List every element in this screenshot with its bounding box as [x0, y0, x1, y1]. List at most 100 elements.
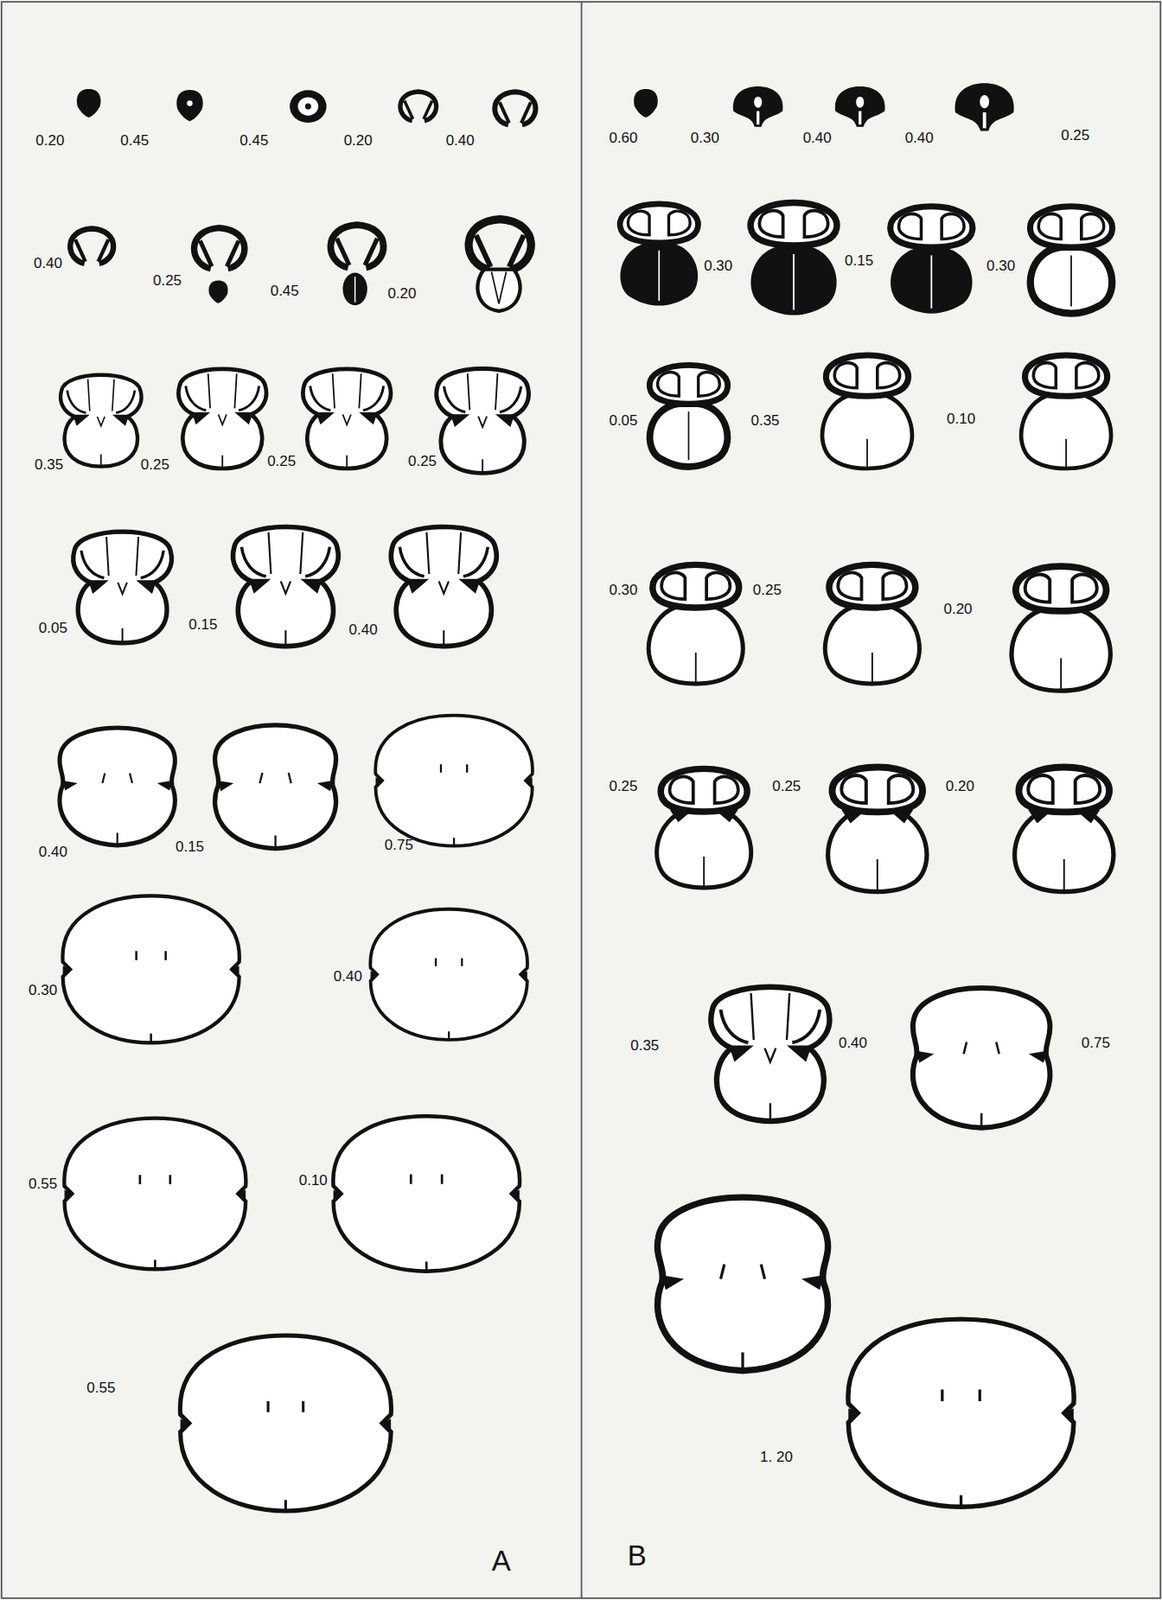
section-spacing: 0.05: [608, 413, 638, 428]
heart-section: [825, 355, 908, 396]
heart-section: [1018, 767, 1110, 813]
section-spacing: 0.10: [299, 1173, 328, 1188]
heart-section: [1027, 810, 1100, 824]
heart-section: [835, 86, 886, 128]
heart-section: [733, 86, 784, 128]
heart-section: [832, 767, 924, 813]
heart-section: [63, 1118, 246, 1271]
heart-section: [750, 203, 837, 247]
heart-section: [62, 895, 239, 1043]
heart-section: [302, 369, 391, 469]
heart-section: [289, 89, 326, 123]
section-spacing: 0.40: [446, 132, 475, 147]
heart-section: [214, 725, 336, 850]
heart-section: [657, 1197, 828, 1372]
heart-section: [232, 527, 339, 647]
section-spacing: 0.35: [34, 456, 64, 472]
heart-section: [670, 809, 739, 823]
heart-section: [60, 375, 141, 467]
heart-section: [436, 369, 530, 474]
section-spacing: 0.30: [28, 982, 58, 997]
heart-section: [73, 531, 173, 644]
section-spacing: 0.40: [349, 622, 378, 638]
section-spacing: 0.25: [772, 778, 801, 793]
heart-section: [390, 527, 497, 647]
heart-section: [890, 206, 973, 248]
panel-letter: B: [627, 1541, 647, 1571]
heart-section: [194, 228, 245, 269]
heart-section: [1011, 608, 1111, 692]
heart-section: [342, 272, 367, 306]
section-spacing: 0.45: [120, 132, 149, 147]
heart-section: [330, 224, 384, 268]
heart-section: [648, 605, 743, 685]
heart-section: [176, 89, 203, 122]
section-spacing: 0.40: [333, 969, 363, 984]
section-spacing: 0.05: [38, 619, 68, 635]
heart-section: [660, 768, 747, 812]
section-spacing: 0.30: [608, 582, 638, 598]
section-spacing: 0.20: [344, 132, 373, 147]
section-spacing: 0.30: [690, 130, 720, 146]
heart-section: [332, 1116, 520, 1271]
heart-section: [477, 269, 520, 312]
heart-section: [208, 280, 228, 303]
heart-section: [494, 91, 536, 125]
heart-section: [1030, 247, 1112, 314]
section-spacing: 0.20: [35, 132, 64, 147]
heart-section: [375, 715, 533, 847]
section-spacing: 0.45: [239, 132, 269, 147]
section-spacing: 0.25: [140, 456, 170, 472]
heart-section: [828, 810, 927, 894]
heart-section: [750, 245, 837, 316]
section-spacing: 0.25: [753, 582, 782, 598]
heart-section: [848, 1319, 1074, 1507]
heart-section: [1021, 394, 1111, 470]
heart-section: [619, 204, 698, 243]
panel-divider: [581, 1, 583, 1598]
heart-section: [1029, 206, 1112, 248]
heart-section: [649, 364, 728, 404]
section-spacing: 0.25: [608, 778, 638, 793]
section-spacing: 0.10: [946, 410, 976, 426]
heart-section: [955, 83, 1015, 131]
heart-section: [633, 89, 658, 118]
heart-section: [650, 403, 728, 467]
heart-section: [179, 1335, 391, 1512]
heart-section: [76, 89, 102, 118]
heart-section: [829, 564, 916, 608]
section-spacing: 0.40: [33, 255, 63, 271]
section-spacing: 0.30: [986, 257, 1016, 273]
section-spacing: 0.15: [844, 252, 874, 268]
heart-section: [70, 228, 114, 263]
section-spacing: 0.40: [905, 130, 934, 146]
section-spacing: 0.30: [703, 257, 733, 273]
heart-section: [178, 369, 267, 469]
heart-section: [657, 809, 752, 889]
heart-section: [652, 564, 740, 608]
heart-section: [913, 988, 1051, 1129]
section-spacing: 0.55: [28, 1175, 58, 1191]
heart-section: [1025, 355, 1108, 396]
section-spacing: 0.25: [267, 453, 296, 469]
heart-section: [59, 727, 176, 846]
heart-section: [710, 987, 830, 1122]
section-spacing: 0.60: [608, 130, 638, 146]
heart-section: [400, 91, 437, 122]
section-spacing: 0.75: [384, 837, 414, 853]
heart-section: [841, 810, 913, 824]
section-spacing: 0.40: [803, 130, 832, 146]
section-spacing: 0.25: [1060, 127, 1090, 142]
heart-section: [1015, 566, 1107, 612]
heart-section: [619, 242, 698, 307]
section-spacing: 0.25: [408, 453, 437, 469]
section-spacing: 0.35: [750, 413, 779, 428]
section-spacing: 0.40: [838, 1034, 868, 1050]
section-spacing: 0.20: [945, 778, 975, 793]
section-spacing: 0.25: [153, 273, 182, 288]
section-spacing: 0.15: [175, 839, 205, 855]
panel-letter: A: [491, 1546, 511, 1576]
heart-section: [1015, 810, 1114, 894]
